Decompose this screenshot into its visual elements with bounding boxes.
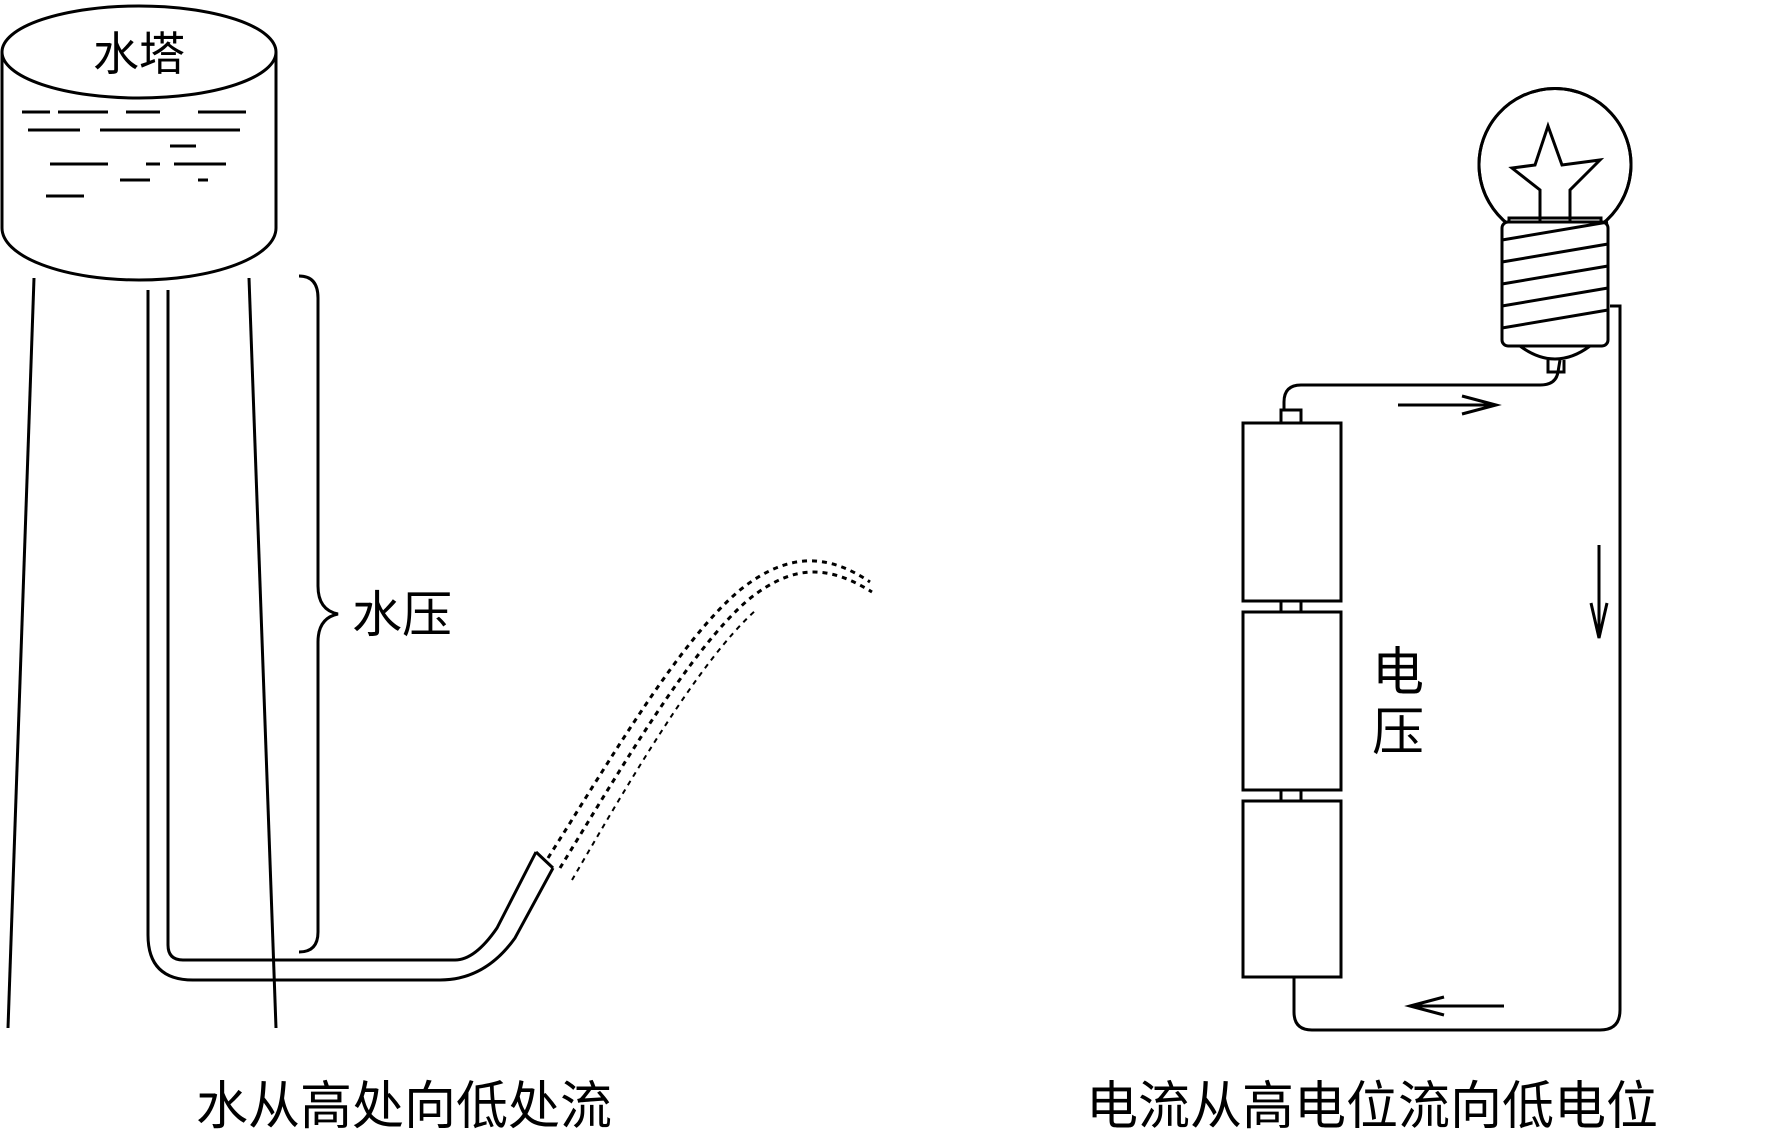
pressure-label: 水压 — [352, 586, 452, 644]
light-bulb-icon — [1477, 87, 1633, 374]
tank-label: 水塔 — [93, 27, 185, 81]
arrow-left-icon — [1404, 995, 1504, 1017]
battery-connector-2 — [1279, 788, 1303, 803]
tower-leg-right — [247, 277, 278, 1029]
battery-cell-1 — [1241, 421, 1343, 603]
water-pipe — [146, 290, 555, 982]
water-caption: 水从高处向低处流 — [196, 1077, 612, 1137]
battery-connector-1 — [1279, 599, 1303, 614]
arrow-down-icon — [1589, 545, 1609, 639]
circuit-caption: 电流从高电位流向低电位 — [1086, 1077, 1658, 1137]
arrow-right-icon — [1398, 394, 1502, 416]
water-tank: 水塔 — [0, 4, 278, 282]
current-arrows — [1398, 394, 1609, 1017]
battery-cell-2 — [1241, 610, 1343, 792]
circuit-figure: 电 压 — [1086, 87, 1658, 1137]
battery-stack — [1241, 408, 1343, 979]
battery-terminal-cap — [1279, 408, 1303, 425]
voltage-label-bottom: 压 — [1372, 703, 1424, 763]
battery-cell-3 — [1241, 799, 1343, 979]
tower-leg-left — [6, 277, 36, 1029]
circuit-wires — [1282, 304, 1622, 1032]
pressure-brace — [298, 274, 339, 954]
water-tower-figure: 水塔 — [0, 4, 873, 1137]
water-jet — [546, 559, 873, 881]
voltage-label-top: 电 — [1372, 643, 1424, 703]
water-surface-dashes — [22, 110, 246, 198]
